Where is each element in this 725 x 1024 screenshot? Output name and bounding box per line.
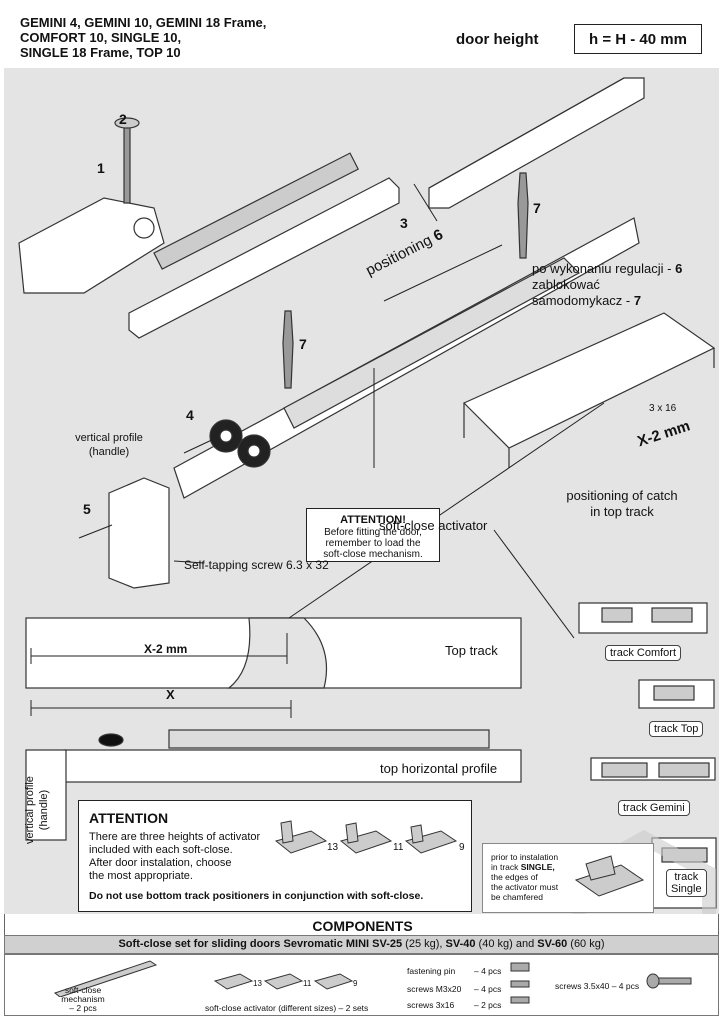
vertical-handle-profile xyxy=(108,477,170,589)
chamfered-activator-icon xyxy=(574,855,645,897)
track-offset-dimension: X-2 mm xyxy=(144,642,188,656)
handle-profile-left xyxy=(18,197,165,294)
self-tapping-screw-label: Self-tapping screw 6.3 x 32 xyxy=(184,558,329,572)
chamfer-note-box: prior to instalation in track SINGLE, th… xyxy=(482,843,654,913)
track-comfort-label: track Comfort xyxy=(605,645,682,661)
vertical-profile-rotated-label: vertical profile (handle) xyxy=(24,776,50,844)
activator-heights-illustration xyxy=(274,820,458,854)
step-3: 3 xyxy=(400,215,408,231)
activator-height-9: 9 xyxy=(459,842,465,853)
component-m3-qty: – 4 pcs xyxy=(474,984,502,994)
components-title: COMPONENTS xyxy=(312,918,413,934)
component-pin: fastening pin xyxy=(407,966,456,976)
soft-close-activator-label: soft-close activator xyxy=(379,518,488,533)
assembly-diagram: 2 1 3 7 7 4 5 positioning 6 po wykonaniu… xyxy=(4,68,719,914)
attention-panel: ATTENTION There are three heights of act… xyxy=(78,800,472,912)
component-s316: screws 3x16 xyxy=(407,1000,455,1010)
adjustment-note: po wykonaniu regulacji - 6 zablokować sa… xyxy=(532,261,683,308)
track-single-label: track Single xyxy=(666,869,707,897)
component-m3: screws M3x20 xyxy=(407,984,462,994)
model-list: GEMINI 4, GEMINI 10, GEMINI 18 Frame, CO… xyxy=(20,15,267,60)
component-s35: screws 3.5x40 – 4 pcs xyxy=(555,981,640,991)
component-mechanism: soft-close mechanism – 2 pcs xyxy=(61,985,105,1013)
header: GEMINI 4, GEMINI 10, GEMINI 18 Frame, CO… xyxy=(4,4,719,69)
step-4: 4 xyxy=(186,407,194,423)
attention-panel-title: ATTENTION xyxy=(89,810,169,826)
component-h11: 11 xyxy=(303,979,312,988)
step-1: 1 xyxy=(97,160,105,176)
top-track-label: Top track xyxy=(445,643,498,658)
track-gemini-label: track Gemini xyxy=(618,800,690,816)
step-7-upper: 7 xyxy=(533,200,541,216)
component-activator: soft-close activator (different sizes) –… xyxy=(205,1003,369,1013)
door-height-label: door height xyxy=(456,31,539,48)
component-pin-qty: – 4 pcs xyxy=(474,966,502,976)
components-list: soft-close mechanism – 2 pcs 13 11 9 sof… xyxy=(4,954,719,1016)
attention-note-text: Before fitting the door, remember to loa… xyxy=(323,527,423,560)
attention-panel-warning: Do not use bottom track positioners in c… xyxy=(89,890,424,902)
upper-track-profile xyxy=(428,77,645,209)
attention-panel-text: There are three heights of activator inc… xyxy=(89,831,261,882)
long-screw-icon xyxy=(646,973,692,989)
screw-3x16-label: 3 x 16 xyxy=(649,403,677,414)
chamfer-note-text: prior to instalation in track SINGLE, th… xyxy=(491,852,559,902)
step-5: 5 xyxy=(83,501,91,517)
x-dimension: X xyxy=(166,687,175,702)
soft-close-mechanism-icon xyxy=(53,960,158,997)
track-top-label: track Top xyxy=(649,721,704,737)
height-formula: h = H - 40 mm xyxy=(574,24,702,54)
component-h13: 13 xyxy=(253,979,262,988)
attention-note-box: ATTENTION! Before fitting the door, reme… xyxy=(306,508,440,562)
activator-height-11: 11 xyxy=(393,842,404,853)
step-7-lower: 7 xyxy=(299,336,307,352)
attention-note-title: ATTENTION! xyxy=(340,514,406,526)
top-horizontal-profile-label: top horizontal profile xyxy=(380,761,498,776)
positioning-catch-label: positioning of catch in top track xyxy=(566,488,678,519)
activator-height-13: 13 xyxy=(327,842,339,853)
component-s316-qty: – 2 pcs xyxy=(474,1000,502,1010)
diagram-artwork xyxy=(18,77,717,914)
components-subtitle: Soft-close set for sliding doors Sevroma… xyxy=(4,935,719,954)
step-2: 2 xyxy=(119,111,127,127)
component-h9: 9 xyxy=(353,979,358,988)
vertical-profile-label: vertical profile (handle) xyxy=(75,432,143,458)
screw-icons xyxy=(510,962,530,1004)
activator-set-icon xyxy=(213,973,354,990)
soft-close-mechanism-upper xyxy=(128,177,400,339)
